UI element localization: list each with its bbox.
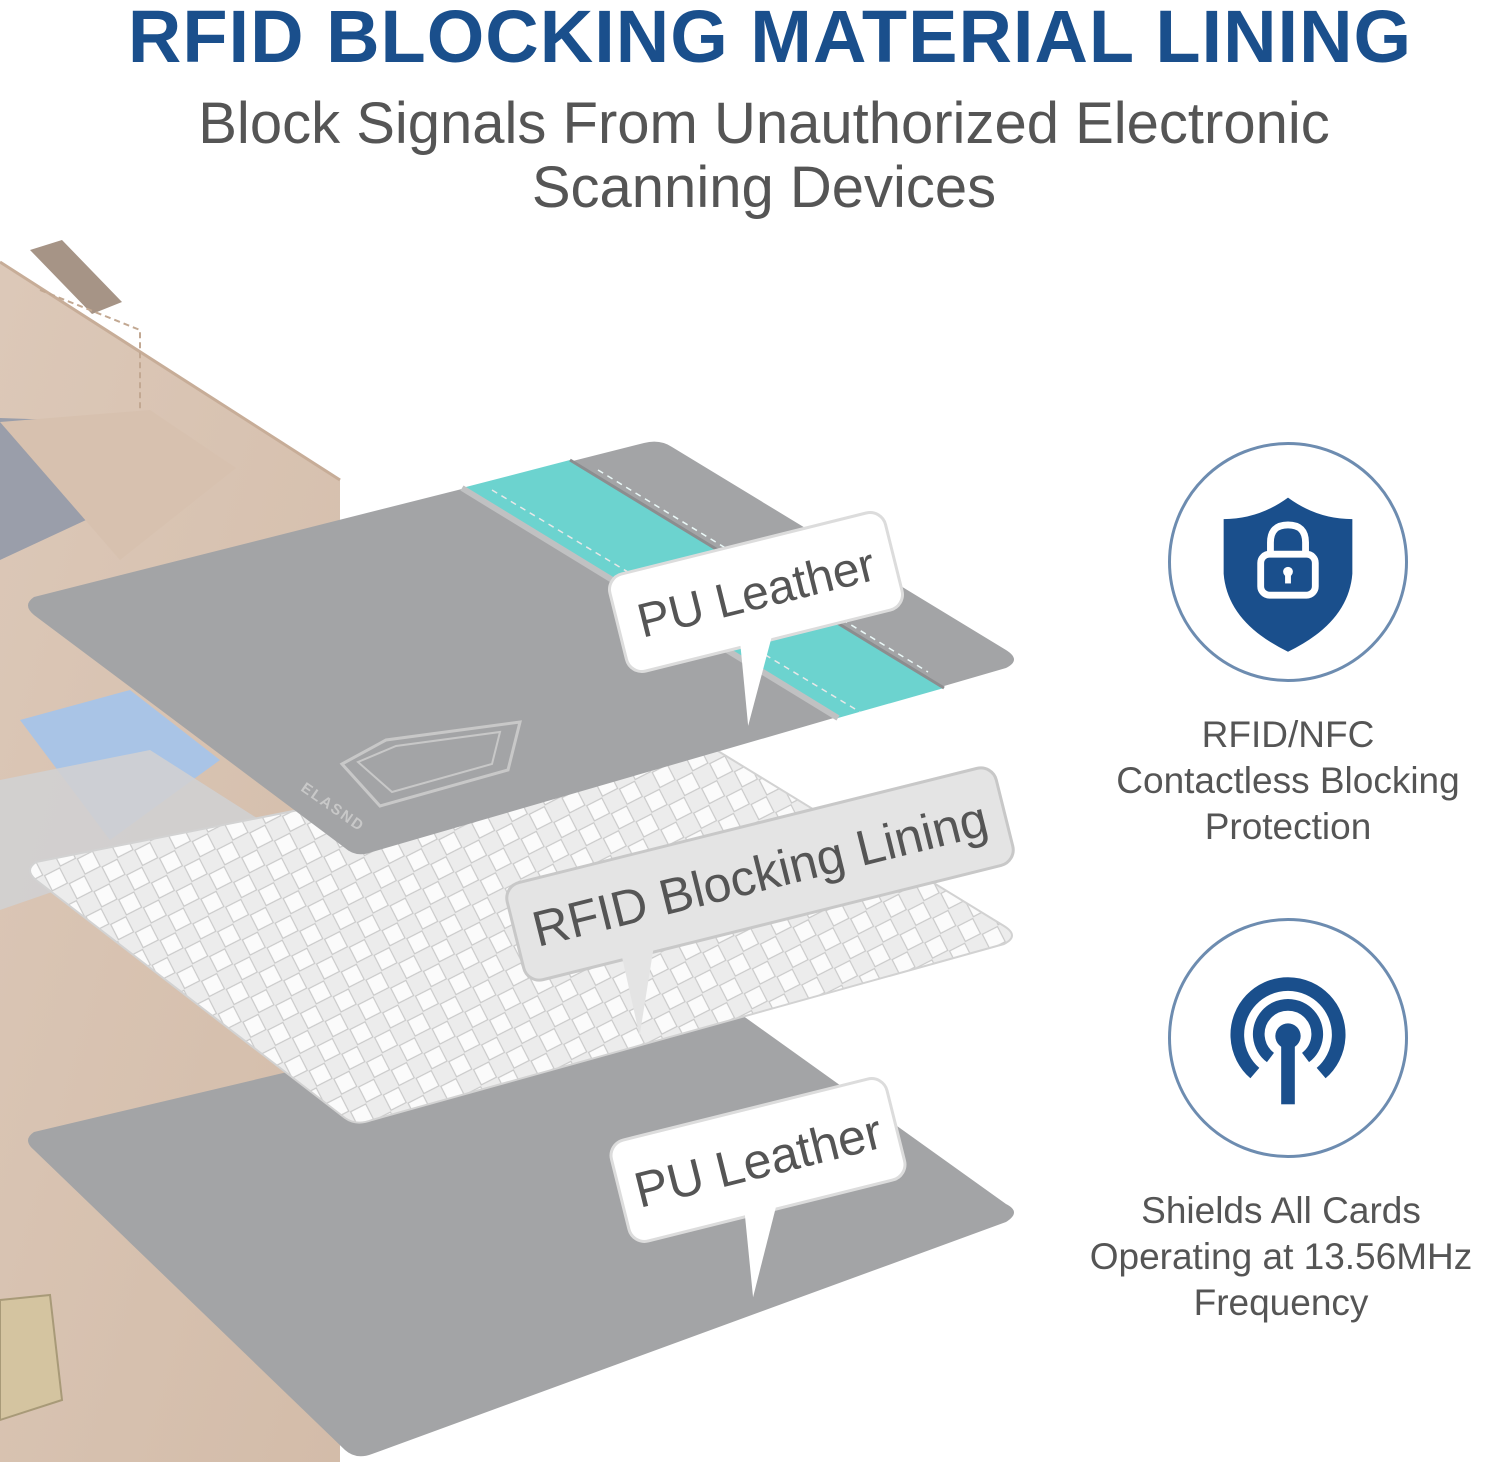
page-title: RFID BLOCKING MATERIAL LINING: [127, 0, 1413, 78]
feature-1-circle: [1168, 442, 1408, 682]
bottom-pu-leather-layer: [28, 979, 1014, 1457]
feature-2-line-3: Frequency: [1193, 1282, 1369, 1323]
shield-lock-icon: [1223, 497, 1353, 652]
layers-illustration: ELASND PU Leather RFID Blocking Lining P…: [0, 240, 1015, 1462]
feature-1-line-2: Contactless Blocking: [1116, 760, 1460, 801]
feature-2-line-2: Operating at 13.56MHz: [1089, 1236, 1473, 1277]
subtitle-line-2: Scanning Devices: [531, 155, 997, 220]
feature-1-line-3: Protection: [1204, 806, 1372, 847]
subtitle-line-1: Block Signals From Unauthorized Electron…: [198, 91, 1330, 156]
wallet-strap: [30, 240, 122, 314]
page-subtitle: Block Signals From Unauthorized Electron…: [0, 92, 1500, 220]
wallet-chip: [0, 1293, 64, 1422]
feature-2-line-1: Shields All Cards: [1141, 1190, 1421, 1231]
feature-2-text: Shields All Cards Operating at 13.56MHz …: [1062, 1188, 1500, 1326]
signal-antenna-icon: [1230, 977, 1346, 1105]
feature-1-line-1: RFID/NFC: [1201, 714, 1375, 755]
feature-1-text: RFID/NFC Contactless Blocking Protection: [1080, 712, 1496, 850]
feature-2-circle: [1168, 918, 1408, 1158]
